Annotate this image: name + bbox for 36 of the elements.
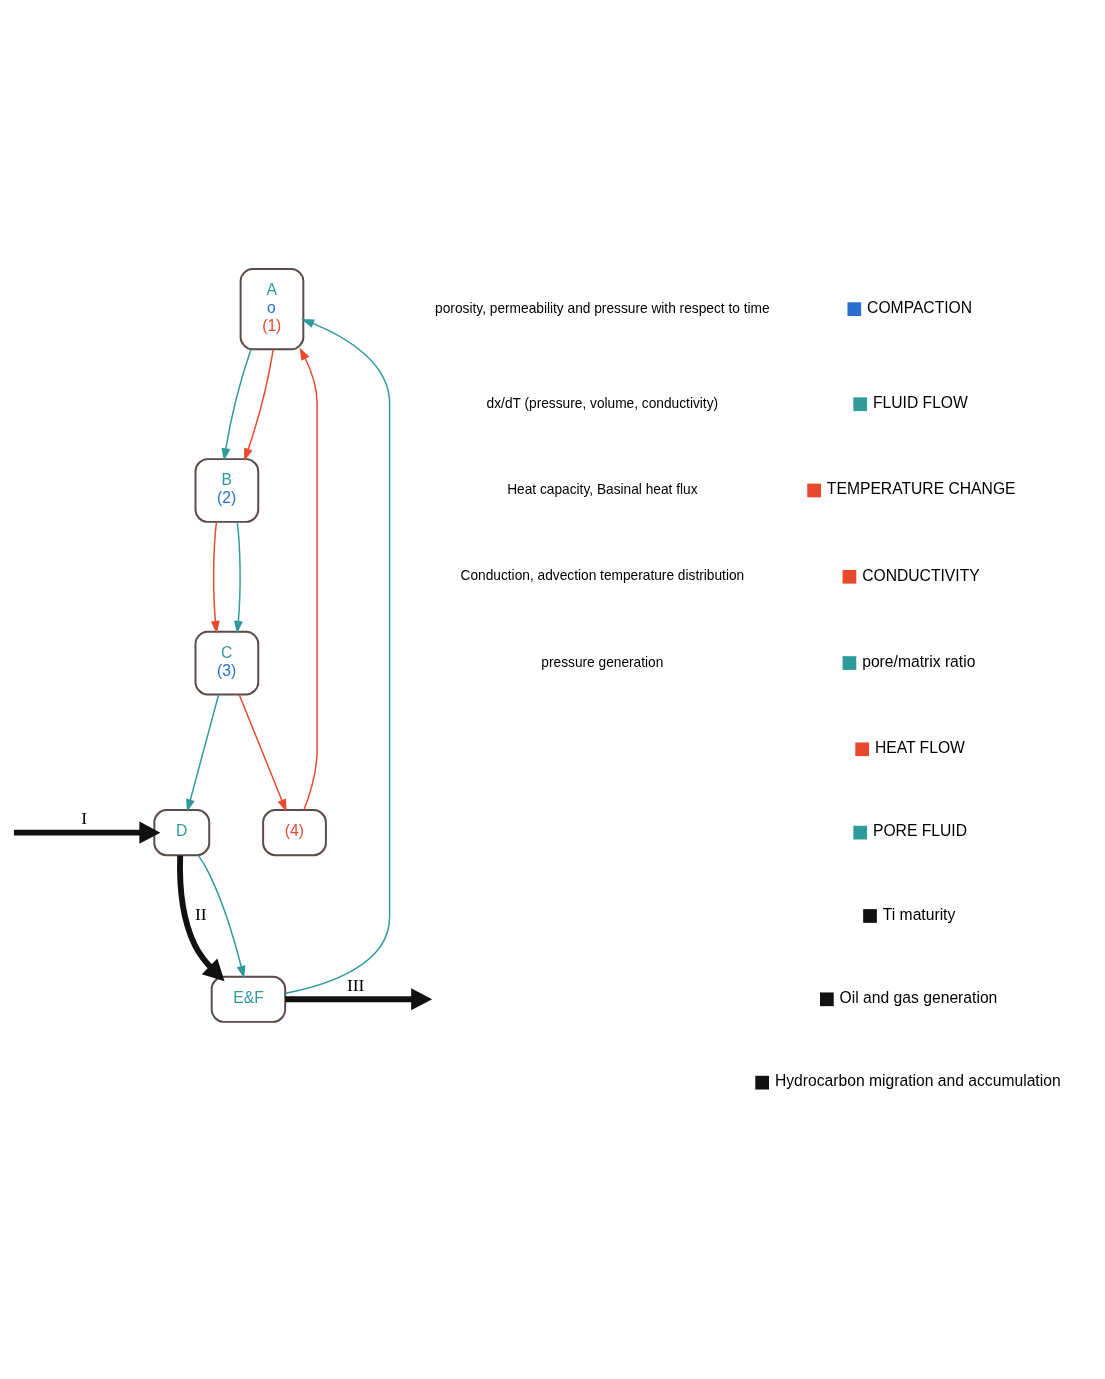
- legend-label: TEMPERATURE CHANGE: [826, 479, 1016, 497]
- arrow: [284, 318, 391, 994]
- arrow: [285, 987, 433, 1010]
- label: Heat capacity, Basinal heat flux: [507, 481, 698, 497]
- legend-label: FLUID FLOW: [872, 393, 968, 411]
- label: pressure generation: [541, 654, 664, 670]
- legend-label: CONDUCTIVITY: [862, 565, 980, 583]
- legend-label: Oil and gas generation: [839, 988, 998, 1006]
- legend-label: pore/matrix ratio: [862, 652, 976, 670]
- legend-label: Hydrocarbon migration and accumulation: [774, 1071, 1061, 1089]
- node-box: E&F: [210, 975, 287, 1023]
- edge-label: III: [346, 974, 365, 995]
- legend-label: Ti maturity: [882, 905, 956, 923]
- edge-label: I: [81, 807, 88, 828]
- arrow: [186, 693, 220, 812]
- arrow: [177, 855, 225, 981]
- legend-label: HEAT FLOW: [874, 738, 965, 756]
- label: porosity, permeability and pressure with respect to time: [435, 300, 770, 316]
- edge-label: II: [195, 903, 207, 924]
- node-box: B (2): [194, 457, 260, 523]
- arrow: [233, 520, 243, 634]
- legend-label: PORE FLUID: [872, 821, 967, 839]
- label: dx/dT (pressure, volume, conductivity): [486, 395, 719, 411]
- node-box: (4): [262, 808, 327, 856]
- arrow: [221, 348, 252, 461]
- node-box: D: [153, 808, 211, 856]
- arrow: [299, 346, 318, 811]
- arrow: [197, 854, 246, 979]
- arrow: [244, 348, 274, 461]
- arrow: [210, 520, 220, 634]
- legend-label: COMPACTION: [867, 298, 973, 316]
- node-box: C (3): [194, 630, 260, 695]
- label: Conduction, advection temperature distribution: [460, 567, 745, 583]
- node-box: A o (1): [239, 267, 305, 350]
- arrow: [238, 693, 287, 812]
- arrow: [13, 821, 161, 844]
